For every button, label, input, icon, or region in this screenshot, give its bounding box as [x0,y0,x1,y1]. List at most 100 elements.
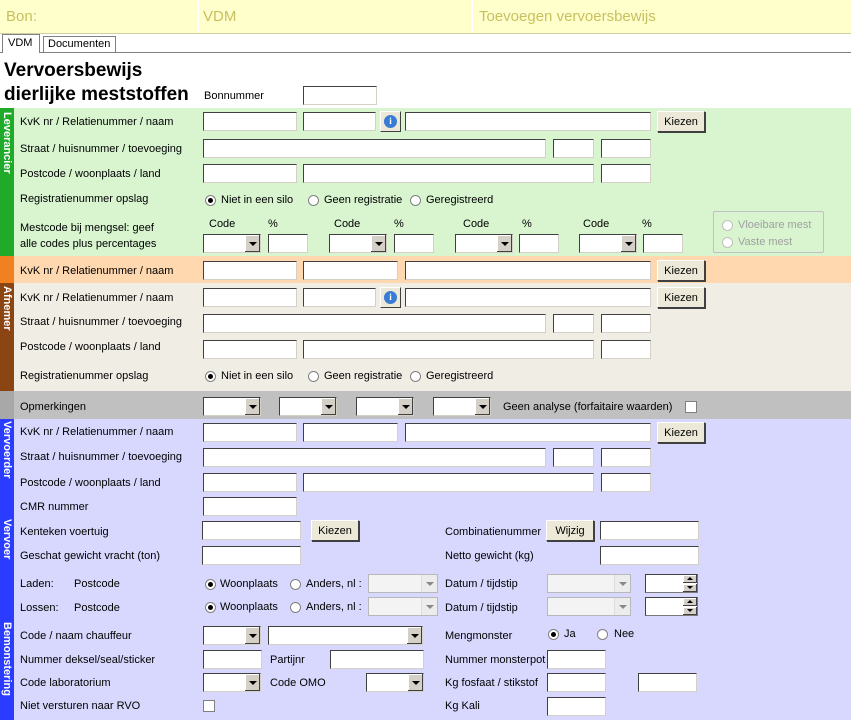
wijzig-button[interactable]: Wijzig [546,520,594,541]
leverancier-naam-input[interactable] [405,112,651,131]
leverancier-relatienummer-input[interactable] [303,112,376,131]
gewicht-input[interactable] [202,546,301,565]
afnemer-head-naam-input[interactable] [405,261,651,280]
laden-tijd-spinner[interactable] [645,574,698,593]
kali-input[interactable] [547,697,606,716]
laden-datum-select[interactable] [547,574,631,593]
leverancier-kiezen-button[interactable]: Kiezen [657,111,705,132]
cmr-input[interactable] [203,497,297,516]
afnemer-head-kiezen-button[interactable]: Kiezen [657,260,705,281]
afnemer-head-kvk-input[interactable] [203,261,297,280]
lossen-tijd-spinner[interactable] [645,597,698,616]
vervoerder-naam-input[interactable] [405,423,651,442]
afnemer-radio-niet-silo[interactable] [205,371,216,382]
deksel-input[interactable] [203,650,262,669]
afnemer-toevoeging-input[interactable] [601,314,651,333]
combinatienummer-input[interactable] [600,521,699,540]
leverancier-straat-input[interactable] [203,139,546,158]
vervoerder-straat-input[interactable] [203,448,546,467]
fosfaat-input[interactable] [547,673,606,692]
vervoerder-kvk-label: KvK nr / Relatienummer / naam [20,426,174,438]
opmerking-2-select[interactable] [279,397,337,416]
mestcode-2-select[interactable] [329,234,387,253]
leverancier-radio-geregistreerd[interactable] [410,195,421,206]
kenteken-input[interactable] [202,521,301,540]
laden-anders-select[interactable] [368,574,438,593]
opmerking-1-select[interactable] [203,397,261,416]
afnemer-radio-geen-registratie[interactable] [308,371,319,382]
netto-input[interactable] [600,546,699,565]
mestcode-3-select[interactable] [455,234,513,253]
cmr-label: CMR nummer [20,501,89,513]
afnemer-kiezen-button[interactable]: Kiezen [657,287,705,308]
vervoerder-kvk-input[interactable] [203,423,297,442]
leverancier-land-input[interactable] [601,164,651,183]
lossen-radio-woonplaats[interactable] [205,602,216,613]
mengmonster-radio-ja[interactable] [548,629,559,640]
lossen-datum-select[interactable] [547,597,631,616]
mestcode-4-code-label: Code [583,218,610,230]
afnemer-land-input[interactable] [601,340,651,359]
vervoerder-land-input[interactable] [601,473,651,492]
niet-versturen-checkbox[interactable] [203,700,215,712]
leverancier-radio-niet-silo[interactable] [205,195,216,206]
vervoerder-postcode-input[interactable] [203,473,297,492]
leverancier-info-icon[interactable]: i [380,111,401,132]
afnemer-kvk-input[interactable] [203,288,297,307]
afnemer-naam-input[interactable] [405,288,651,307]
afnemer-radio-niet-silo-label: Niet in een silo [221,370,294,382]
leverancier-toevoeging-input[interactable] [601,139,651,158]
leverancier-radio-geen-registratie[interactable] [308,195,319,206]
tab-vdm[interactable]: VDM [2,34,40,53]
bonnummer-input[interactable] [303,86,377,105]
laden-radio-anders[interactable] [290,579,301,590]
leverancier-woonplaats-input[interactable] [303,164,594,183]
geen-analyse-checkbox[interactable] [685,401,697,413]
afnemer-postcode-input[interactable] [203,340,297,359]
leverancier-huisnummer-input[interactable] [553,139,594,158]
afnemer-relatienummer-input[interactable] [303,288,376,307]
afnemer-huisnummer-input[interactable] [553,314,594,333]
leverancier-postcode-input[interactable] [203,164,297,183]
mestcode-1-select[interactable] [203,234,261,253]
lossen-anders-select[interactable] [368,597,438,616]
mestcode-4-select[interactable] [579,234,637,253]
partijnr-input[interactable] [330,650,424,669]
mest-type-group [713,211,824,253]
stikstof-input[interactable] [638,673,697,692]
mest-radio-vast[interactable] [722,237,733,248]
monsterpot-input[interactable] [547,650,606,669]
mengmonster-radio-nee[interactable] [597,629,608,640]
tab-documenten[interactable]: Documenten [43,36,116,52]
leverancier-radio-geregistreerd-label: Geregistreerd [426,194,494,206]
mestcode-4-pct-input[interactable] [643,234,683,253]
mestcode-1-pct-input[interactable] [268,234,308,253]
afnemer-radio-geregistreerd[interactable] [410,371,421,382]
mest-radio-vloeibaar[interactable] [722,220,733,231]
mestcode-3-pct-input[interactable] [519,234,559,253]
opmerking-4-select[interactable] [433,397,491,416]
mengmonster-radio-ja-label: Ja [564,628,576,640]
mestcode-2-pct-input[interactable] [394,234,434,253]
afnemer-head-relatienummer-input[interactable] [303,261,398,280]
bemonstering-section-label: Bemonstering [1,622,13,696]
kenteken-kiezen-button[interactable]: Kiezen [311,520,359,541]
laboratorium-select[interactable] [203,673,261,692]
afnemer-info-icon[interactable]: i [380,287,401,308]
vervoer-sidebar [0,419,14,720]
vervoerder-kiezen-button[interactable]: Kiezen [657,422,705,443]
afnemer-straat-input[interactable] [203,314,546,333]
vervoerder-huisnummer-input[interactable] [553,448,594,467]
vervoerder-woonplaats-input[interactable] [303,473,594,492]
chauffeur-naam-select[interactable] [268,626,423,645]
leverancier-kvk-input[interactable] [203,112,297,131]
afnemer-woonplaats-input[interactable] [303,340,594,359]
lossen-radio-anders[interactable] [290,602,301,613]
vervoerder-relatienummer-input[interactable] [303,423,398,442]
opmerking-3-select[interactable] [356,397,414,416]
laden-radio-woonplaats[interactable] [205,579,216,590]
code-omo-select[interactable] [366,673,424,692]
chauffeur-code-select[interactable] [203,626,261,645]
vervoerder-toevoeging-input[interactable] [601,448,651,467]
afnemer-sidebar [0,283,14,391]
